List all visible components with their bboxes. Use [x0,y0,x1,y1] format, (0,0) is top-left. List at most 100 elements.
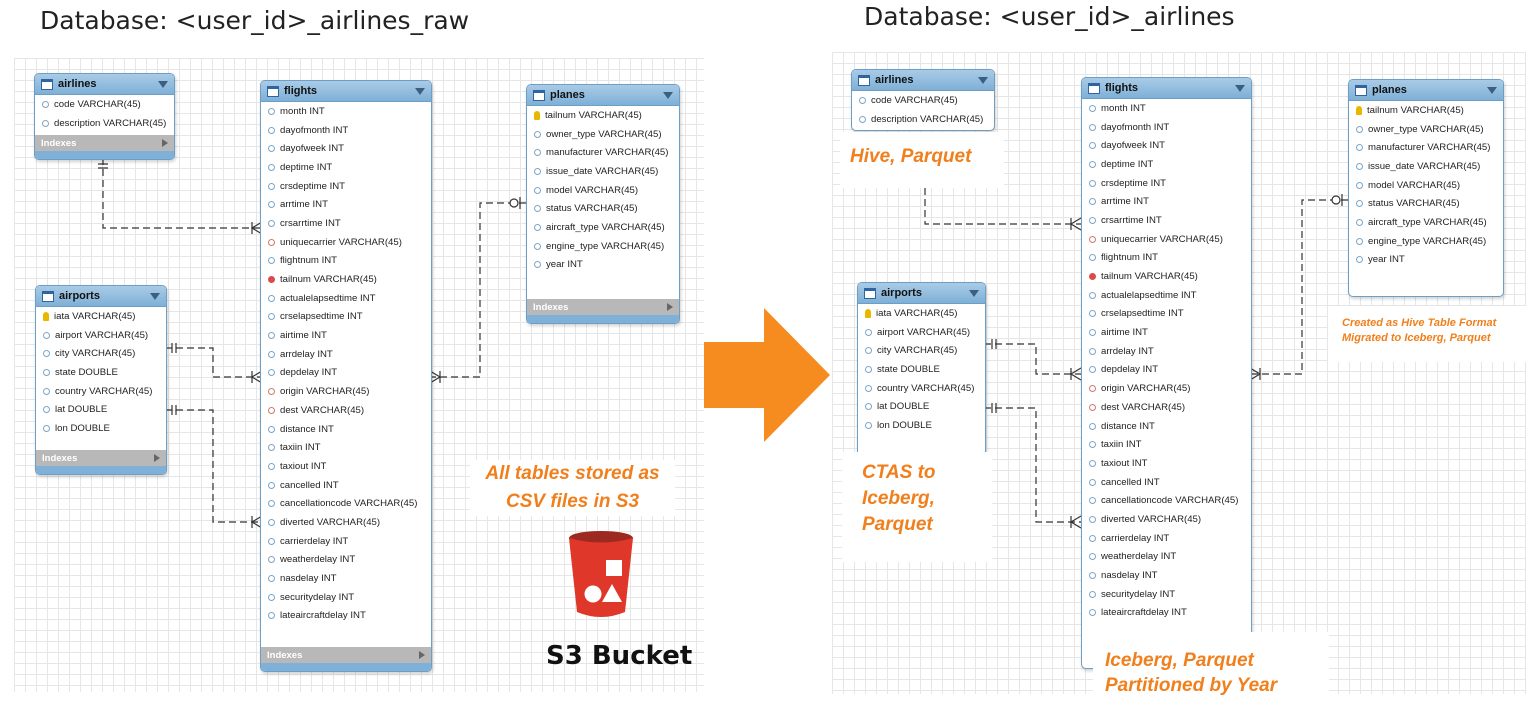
table-column-row[interactable]: carrierdelay INT [261,532,431,551]
indexes-bar[interactable]: Indexes [527,299,679,315]
right-planes-table[interactable]: planes tailnum VARCHAR(45)owner_type VAR… [1348,79,1504,297]
table-column-row[interactable]: aircraft_type VARCHAR(45) [527,218,679,237]
table-column-row[interactable]: country VARCHAR(45) [858,379,985,398]
dropdown-arrow-icon[interactable] [1235,84,1245,92]
table-column-row[interactable]: origin VARCHAR(45) [261,382,431,401]
table-column-row[interactable]: flightnum INT [261,252,431,271]
table-column-row[interactable]: airtime INT [261,326,431,345]
table-column-row[interactable]: airtime INT [1082,323,1251,342]
table-column-row[interactable]: cancelled INT [261,476,431,495]
table-column-row[interactable]: model VARCHAR(45) [527,181,679,200]
table-column-row[interactable]: crsarrtime INT [1082,211,1251,230]
table-column-row[interactable]: lat DOUBLE [36,400,166,419]
table-column-row[interactable]: arrtime INT [1082,192,1251,211]
table-column-row[interactable]: year INT [527,256,679,275]
right-airports-table[interactable]: airports iata VARCHAR(45)airport VARCHAR… [857,282,986,453]
table-column-row[interactable]: country VARCHAR(45) [36,382,166,401]
table-column-row[interactable]: airport VARCHAR(45) [858,323,985,342]
table-column-row[interactable]: depdelay INT [261,364,431,383]
table-column-row[interactable]: lon DOUBLE [36,419,166,438]
table-column-row[interactable]: flightnum INT [1082,249,1251,268]
table-header[interactable]: airlines [852,70,994,91]
table-header[interactable]: airlines [35,74,174,95]
table-column-row[interactable]: owner_type VARCHAR(45) [527,125,679,144]
table-column-row[interactable]: cancellationcode VARCHAR(45) [261,494,431,513]
dropdown-arrow-icon[interactable] [978,76,988,84]
table-column-row[interactable]: actualelapsedtime INT [1082,286,1251,305]
table-column-row[interactable]: state DOUBLE [36,363,166,382]
table-column-row[interactable]: taxiin INT [1082,435,1251,454]
table-column-row[interactable]: lateaircraftdelay INT [261,607,431,626]
dropdown-arrow-icon[interactable] [158,80,168,88]
table-column-row[interactable]: actualelapsedtime INT [261,289,431,308]
table-column-row[interactable]: code VARCHAR(45) [35,95,174,114]
table-column-row[interactable]: distance INT [261,420,431,439]
table-column-row[interactable]: dest VARCHAR(45) [261,401,431,420]
table-column-row[interactable]: diverted VARCHAR(45) [1082,510,1251,529]
table-column-row[interactable]: lon DOUBLE [858,416,985,435]
left-planes-table[interactable]: planes tailnum VARCHAR(45)owner_type VAR… [526,84,680,324]
dropdown-arrow-icon[interactable] [969,289,979,297]
table-header[interactable]: planes [527,85,679,106]
table-column-row[interactable]: uniquecarrier VARCHAR(45) [261,233,431,252]
table-column-row[interactable]: year INT [1349,251,1503,270]
table-column-row[interactable]: model VARCHAR(45) [1349,176,1503,195]
table-column-row[interactable]: uniquecarrier VARCHAR(45) [1082,230,1251,249]
table-column-row[interactable]: code VARCHAR(45) [852,91,994,110]
table-column-row[interactable]: crsdeptime INT [1082,174,1251,193]
table-column-row[interactable]: airport VARCHAR(45) [36,326,166,345]
table-header[interactable]: flights [261,81,431,102]
table-column-row[interactable]: carrierdelay INT [1082,529,1251,548]
expand-arrow-icon[interactable] [154,454,160,462]
dropdown-arrow-icon[interactable] [150,292,160,300]
table-header[interactable]: flights [1082,78,1251,99]
indexes-bar[interactable]: Indexes [36,450,166,466]
table-column-row[interactable]: nasdelay INT [261,569,431,588]
table-column-row[interactable]: description VARCHAR(45) [35,114,174,133]
table-column-row[interactable]: securitydelay INT [261,588,431,607]
table-header[interactable]: airports [858,283,985,304]
table-column-row[interactable]: distance INT [1082,417,1251,436]
table-column-row[interactable]: depdelay INT [1082,361,1251,380]
table-column-row[interactable]: city VARCHAR(45) [36,344,166,363]
expand-arrow-icon[interactable] [419,651,425,659]
table-column-row[interactable]: dayofweek INT [1082,136,1251,155]
table-column-row[interactable]: dest VARCHAR(45) [1082,398,1251,417]
table-column-row[interactable]: weatherdelay INT [1082,548,1251,567]
expand-arrow-icon[interactable] [667,303,673,311]
right-airlines-table[interactable]: airlines code VARCHAR(45)description VAR… [851,69,995,131]
table-column-row[interactable]: nasdelay INT [1082,566,1251,585]
indexes-bar[interactable]: Indexes [35,135,174,151]
table-column-row[interactable]: arrdelay INT [261,345,431,364]
table-column-row[interactable]: tailnum VARCHAR(45) [1349,101,1503,120]
dropdown-arrow-icon[interactable] [663,91,673,99]
table-column-row[interactable]: iata VARCHAR(45) [36,307,166,326]
table-column-row[interactable]: description VARCHAR(45) [852,110,994,129]
table-column-row[interactable]: dayofmonth INT [1082,118,1251,137]
dropdown-arrow-icon[interactable] [1487,86,1497,94]
table-column-row[interactable]: issue_date VARCHAR(45) [527,162,679,181]
table-column-row[interactable]: status VARCHAR(45) [527,199,679,218]
table-column-row[interactable]: issue_date VARCHAR(45) [1349,157,1503,176]
table-column-row[interactable]: taxiout INT [261,457,431,476]
table-column-row[interactable]: deptime INT [1082,155,1251,174]
table-column-row[interactable]: crselapsedtime INT [1082,305,1251,324]
table-column-row[interactable]: engine_type VARCHAR(45) [527,237,679,256]
table-column-row[interactable]: status VARCHAR(45) [1349,194,1503,213]
table-column-row[interactable]: dayofweek INT [261,139,431,158]
table-header[interactable]: planes [1349,80,1503,101]
table-column-row[interactable]: tailnum VARCHAR(45) [527,106,679,125]
table-column-row[interactable]: taxiin INT [261,438,431,457]
table-column-row[interactable]: diverted VARCHAR(45) [261,513,431,532]
table-column-row[interactable]: arrtime INT [261,195,431,214]
table-column-row[interactable]: deptime INT [261,158,431,177]
left-airports-table[interactable]: airports iata VARCHAR(45)airport VARCHAR… [35,285,167,475]
table-column-row[interactable]: manufacturer VARCHAR(45) [1349,138,1503,157]
table-column-row[interactable]: city VARCHAR(45) [858,341,985,360]
table-column-row[interactable]: crsarrtime INT [261,214,431,233]
table-column-row[interactable]: engine_type VARCHAR(45) [1349,232,1503,251]
table-column-row[interactable]: month INT [1082,99,1251,118]
table-column-row[interactable]: cancellationcode VARCHAR(45) [1082,491,1251,510]
